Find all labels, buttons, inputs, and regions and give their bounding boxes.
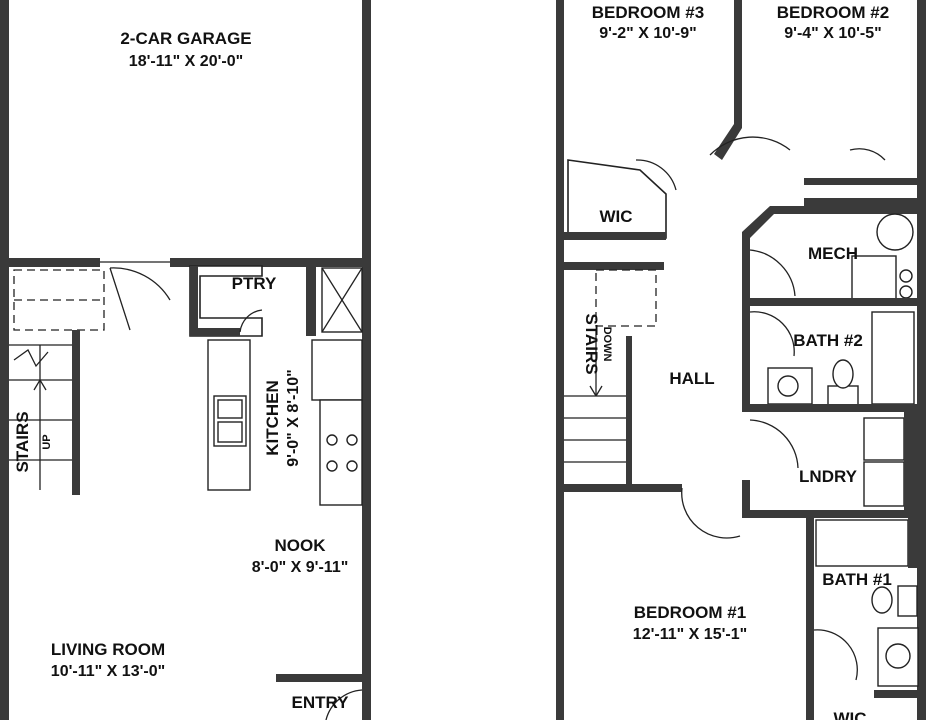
pantry-name: PTRY — [232, 274, 277, 293]
bath1-tub — [815, 519, 909, 567]
stairs-down-arrow — [589, 385, 603, 397]
fridge — [311, 339, 363, 401]
nook-dims: 8'-0" X 9'-11" — [252, 559, 349, 576]
garage-dims: 18'-11" X 20'-0" — [129, 53, 243, 70]
hall-name: HALL — [669, 369, 714, 388]
stair-wall — [72, 330, 80, 495]
living-room-name: LIVING ROOM — [51, 640, 165, 659]
right-exterior-wall — [362, 0, 371, 720]
upper-wic-walls — [567, 159, 667, 239]
kitchen-dims: 9'-0" X 8'-10" — [285, 369, 302, 467]
stairs-up-direction: UP — [41, 434, 53, 449]
bedroom2-dims: 9'-4" X 10'-5" — [784, 25, 882, 42]
entry-door-swing — [325, 689, 363, 720]
range-counter — [319, 399, 363, 506]
wic-lower-name: WIC — [833, 709, 866, 720]
furnace — [851, 255, 897, 301]
room-labels: 2-CAR GARAGE 18'-11" X 20'-0" PTRY KITCH… — [13, 3, 892, 720]
mech-name: MECH — [808, 244, 858, 263]
stairs-down-name: STAIRS — [582, 313, 601, 374]
water-heater — [876, 213, 914, 251]
bedroom3-name: BEDROOM #3 — [592, 3, 704, 22]
laundry-name: LNDRY — [799, 467, 858, 486]
left-exterior-wall — [0, 0, 9, 720]
garage-door-swing — [109, 267, 171, 331]
washer — [863, 417, 905, 461]
nook-name: NOOK — [275, 536, 327, 555]
second-floor-plan — [556, 0, 926, 720]
pantry-door-swing — [239, 309, 263, 333]
garage-wall — [0, 258, 371, 267]
stairs-down-direction: DOWN — [601, 327, 613, 362]
wic-upper-name: WIC — [599, 207, 632, 226]
bedroom3-dims: 9'-2" X 10'-9" — [599, 25, 697, 42]
living-room-dims: 10'-11" X 13'-0" — [51, 663, 165, 680]
dryer — [863, 461, 905, 507]
kitchen-name: KITCHEN — [263, 380, 282, 456]
bath2-tub — [871, 311, 915, 405]
upper-left-wall — [556, 0, 564, 720]
first-floor-plan — [0, 0, 371, 720]
bath2-name: BATH #2 — [793, 331, 863, 350]
bath2-toilet — [832, 359, 854, 389]
bedroom2-name: BEDROOM #2 — [777, 3, 889, 22]
bedroom1-door-swing — [681, 487, 741, 539]
stairs-up-arrow — [33, 379, 47, 391]
bedroom1-dims: 12'-11" X 15'-1" — [633, 626, 747, 643]
entry-name: ENTRY — [292, 693, 350, 712]
bedroom1-name: BEDROOM #1 — [634, 603, 746, 622]
bath1-toilet — [871, 586, 893, 614]
bath1-name: BATH #1 — [822, 570, 892, 589]
upper-right-wall — [917, 0, 926, 720]
bedroom-door-swing — [709, 136, 791, 156]
wic-door-swing — [635, 159, 677, 191]
stairs-up-name: STAIRS — [13, 411, 32, 472]
garage-name: 2-CAR GARAGE — [120, 29, 251, 48]
